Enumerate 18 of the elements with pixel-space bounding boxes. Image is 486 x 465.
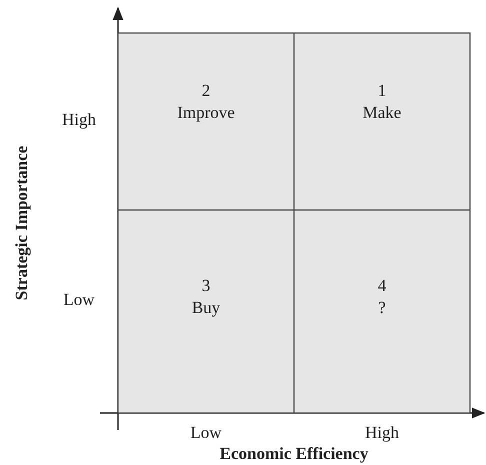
quadrant-text: Make [362,102,402,124]
axis-tick-label: Low [63,290,95,310]
quadrant-text: 1 [378,80,386,102]
quadrant-cell [294,210,470,413]
quadrant-text: 3 [202,274,210,296]
axis-title: Strategic Importance [12,146,32,300]
quadrant-cell [294,33,470,210]
axis-tick-label: High [365,423,399,443]
quadrant-cell [118,210,294,413]
quadrant-text: 4 [378,274,386,296]
quadrant-text: 2 [202,80,210,102]
axis-tick-label: Low [190,423,222,443]
axis-title: Economic Efficiency [220,444,368,464]
quadrant-cell [118,33,294,210]
quadrant-text: Improve [177,102,235,124]
axis-tick-label: High [62,110,96,130]
quadrant-text: Buy [192,296,220,318]
quadrant-text: ? [378,296,386,318]
